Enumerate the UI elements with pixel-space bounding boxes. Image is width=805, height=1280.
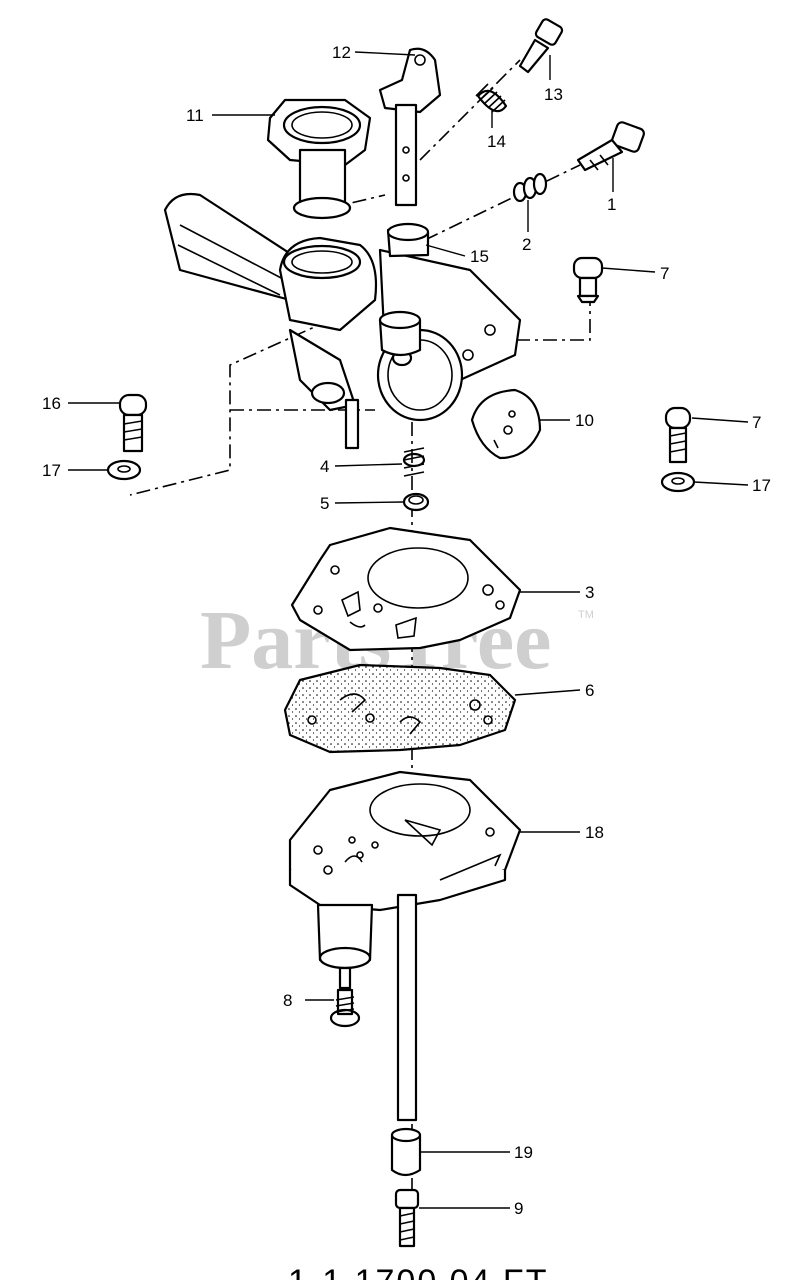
center-line-mixture-screw <box>424 164 581 241</box>
callout-11: 10 <box>575 411 594 430</box>
part-idle-screw <box>518 18 564 74</box>
part-main-tube <box>396 893 418 1122</box>
callout-7-upper: 7 <box>660 264 669 283</box>
part-mixture-screw <box>576 121 645 172</box>
part-carburetor-body <box>163 192 522 450</box>
part-screw-15 <box>329 988 361 1028</box>
callout-2: 2 <box>522 235 531 254</box>
callout-15: 8 <box>283 991 292 1010</box>
footer-reference: 1-1 1700 04 FT <box>288 1263 548 1280</box>
part-washer-17-right <box>660 471 696 493</box>
part-jet-10 <box>394 1188 420 1248</box>
callout-12: 11 <box>186 106 204 125</box>
part-bowl-post <box>316 903 374 990</box>
callout-13: 12 <box>332 43 351 62</box>
leader-lines <box>68 51 749 1209</box>
part-throttle-shaft <box>378 47 442 207</box>
part-throttle-plate <box>470 388 542 460</box>
center-line-idle-screw <box>419 59 521 161</box>
center-line-screw-16 <box>129 319 331 496</box>
part-screw-16 <box>118 393 148 453</box>
callout-18: 18 <box>585 823 604 842</box>
callout-10: 9 <box>514 1199 523 1218</box>
part-screw-7-upper <box>572 256 604 304</box>
callout-19: 19 <box>514 1143 533 1162</box>
callout-5: 4 <box>320 457 329 476</box>
part-sleeve-19 <box>390 1127 422 1177</box>
callout-7-right: 7 <box>752 413 761 432</box>
callout-17-left: 17 <box>42 461 61 480</box>
watermark-trademark: TM <box>578 609 594 621</box>
callout-3: 6 <box>585 681 594 700</box>
part-screw-7-right <box>664 406 692 464</box>
callout-6: 5 <box>320 494 329 513</box>
part-intake-tube <box>266 98 372 220</box>
callout-9: 14 <box>487 132 506 151</box>
callout-labels: 12 11 13 14 1 2 15 7 10 7 17 16 17 4 5 3… <box>42 43 771 1218</box>
part-gasket-4 <box>290 526 522 652</box>
part-spring-5 <box>402 447 426 477</box>
callout-1: 1 <box>607 195 616 214</box>
part-seal-6 <box>402 492 430 512</box>
callout-17-right: 17 <box>752 476 771 495</box>
part-bushing-14 <box>386 222 430 258</box>
part-spring-9 <box>475 83 508 113</box>
callout-4: 3 <box>585 583 594 602</box>
part-spring-2 <box>512 172 548 203</box>
part-washer-17-left <box>106 459 142 481</box>
part-gasket-3 <box>283 663 517 754</box>
callout-8: 13 <box>544 85 563 104</box>
part-bowl-cover-18 <box>288 770 522 912</box>
callout-14: 15 <box>470 247 489 266</box>
callout-16: 16 <box>42 394 61 413</box>
